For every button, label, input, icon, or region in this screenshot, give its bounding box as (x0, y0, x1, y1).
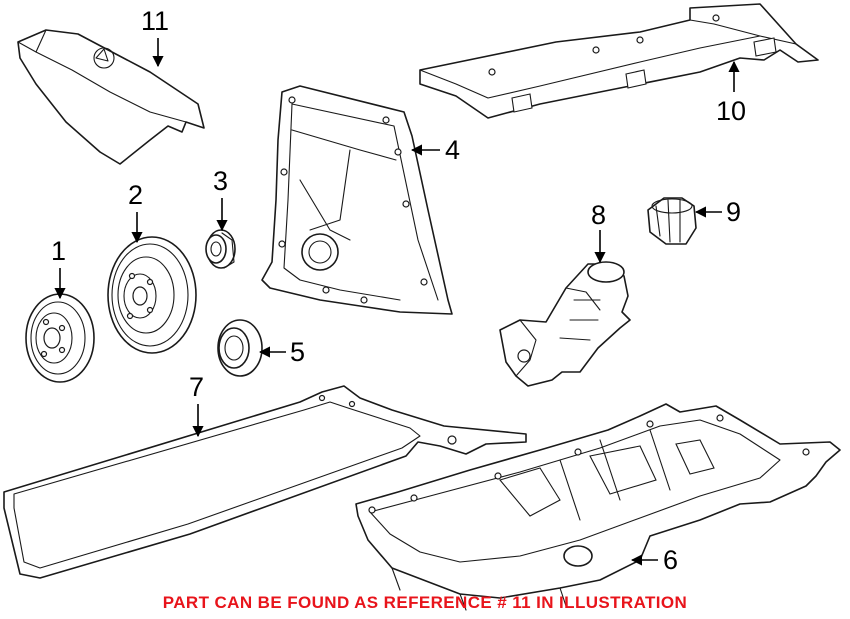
part-9-filter-cap (647, 197, 697, 245)
callout-leaders (54, 38, 740, 566)
callout-1: 1 (51, 236, 67, 266)
part-2-harmonic-balancer (107, 236, 197, 354)
callout-10: 10 (716, 96, 747, 126)
part-5-crank-seal (217, 319, 263, 377)
reference-note: PART CAN BE FOUND AS REFERENCE # 11 IN I… (162, 593, 688, 612)
part-1-pulley (25, 293, 95, 383)
part-8-oil-filter-housing (499, 261, 631, 387)
callout-6: 6 (663, 545, 679, 575)
callout-4: 4 (445, 135, 461, 165)
part-10-cover-strip (419, 3, 819, 119)
callout-3: 3 (213, 166, 229, 196)
part-6-oil-pan (355, 403, 841, 611)
callout-2: 2 (128, 180, 144, 210)
part-11-engine-cover (17, 29, 205, 165)
part-4-timing-cover (261, 85, 453, 315)
part-3-seal (205, 229, 236, 269)
part-7-oil-pan-gasket (3, 385, 527, 579)
callout-9: 9 (726, 197, 742, 227)
callout-11: 11 (141, 6, 170, 36)
callout-8: 8 (591, 200, 607, 230)
callout-5: 5 (290, 337, 306, 367)
callout-7: 7 (189, 372, 205, 402)
